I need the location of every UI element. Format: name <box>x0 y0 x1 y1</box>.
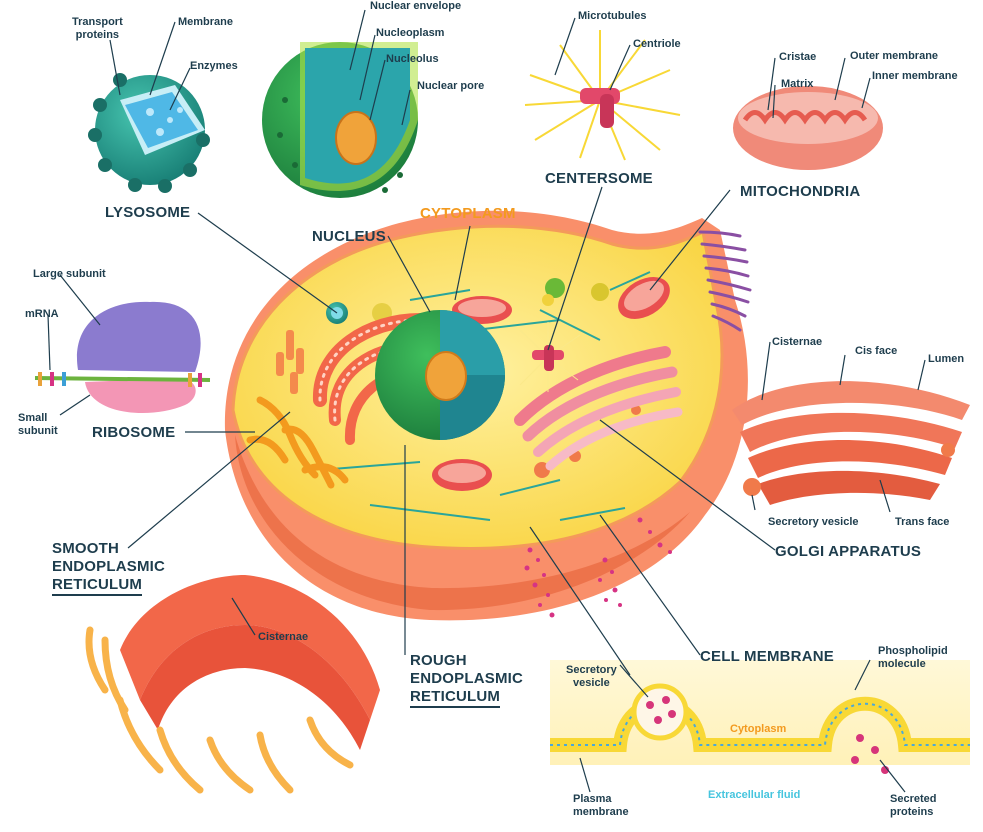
label-centriole: Centriole <box>633 38 681 50</box>
label-trans-face: Trans face <box>895 516 950 528</box>
label-cell-membrane: CELL MEMBRANE <box>700 648 834 665</box>
label-secretory-vesicle: Secretory vesicle <box>566 664 617 689</box>
label-smooth-er-3: RETICULUM <box>52 576 143 596</box>
label-nuclear-envelope: Nuclear envelope <box>370 0 462 12</box>
label-outer-membrane: Outer membrane <box>850 50 939 62</box>
label-phospholipid: Phospholipid molecule <box>878 645 948 670</box>
label-small-subunit: Small subunit <box>18 412 58 437</box>
label-rough-er-2: ENDOPLASMIC <box>410 670 524 687</box>
label-large-subunit: Large subunit <box>33 268 106 280</box>
label-secreted-proteins: Secreted proteins <box>890 793 937 818</box>
label-rough-er-1: ROUGH <box>410 652 467 669</box>
label-lysosome-membrane: Membrane <box>178 16 234 28</box>
label-smooth-er-1: SMOOTH <box>52 540 120 557</box>
golgi-illustration <box>732 381 970 505</box>
label-lumen: Lumen <box>928 353 965 365</box>
label-rough-er-3: RETICULUM <box>410 688 501 708</box>
label-cristae: Cristae <box>779 51 817 63</box>
label-nuclear-pore: Nuclear pore <box>417 80 485 92</box>
label-membrane-cytoplasm: Cytoplasm <box>730 723 787 735</box>
lysosome-illustration <box>88 73 210 193</box>
label-transport-proteins: Transport proteins <box>72 16 123 41</box>
label-nucleoplasm: Nucleoplasm <box>376 27 445 39</box>
label-cytoplasm: CYTOPLASM <box>420 205 516 222</box>
label-centersome: CENTERSOME <box>545 170 653 187</box>
membrane-illustration <box>550 660 970 774</box>
label-secretory-vesicle-golgi: Secretory vesicle <box>768 516 859 528</box>
label-mrna: mRNA <box>25 308 59 320</box>
label-cis-face: Cis face <box>855 345 898 357</box>
er-illustration <box>85 575 380 794</box>
label-matrix: Matrix <box>781 78 814 90</box>
label-mitochondria: MITOCHONDRIA <box>740 183 861 200</box>
label-enzymes: Enzymes <box>190 60 238 72</box>
label-golgi-cisternae: Cisternae <box>772 336 823 348</box>
label-ribosome: RIBOSOME <box>92 424 176 441</box>
label-plasma-membrane: Plasma membrane <box>573 793 629 818</box>
label-extracellular-fluid: Extracellular fluid <box>708 789 801 801</box>
label-er-cisternae: Cisternae <box>258 631 309 643</box>
main-cell <box>224 210 752 621</box>
mitochondria-illustration <box>733 86 883 170</box>
label-smooth-er-2: ENDOPLASMIC <box>52 558 166 575</box>
label-inner-membrane: Inner membrane <box>872 70 958 82</box>
nucleus-illustration <box>262 42 418 198</box>
ribosome-illustration <box>34 301 211 414</box>
label-nucleus: NUCLEUS <box>312 228 386 245</box>
label-golgi-apparatus: GOLGI APPARATUS <box>775 543 922 560</box>
label-microtubules: Microtubules <box>578 10 647 22</box>
label-nucleolus: Nucleolus <box>386 53 439 65</box>
label-lysosome: LYSOSOME <box>105 204 191 221</box>
